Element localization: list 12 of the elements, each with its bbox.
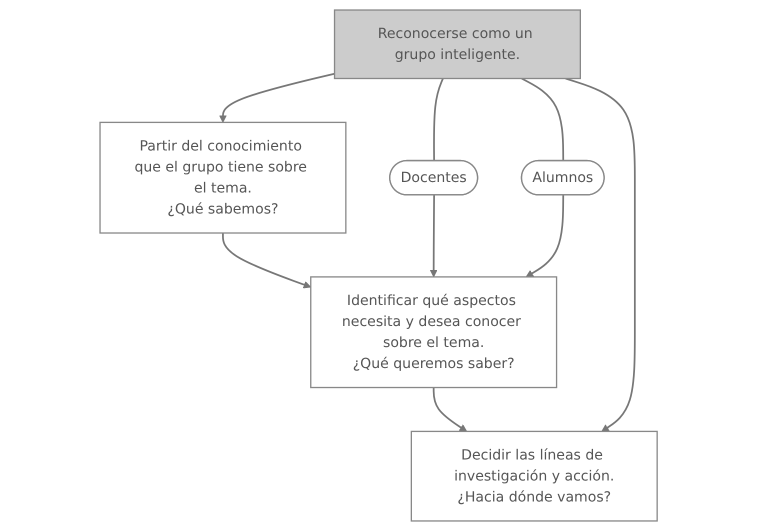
node-box: Decidir las líneas de investigación y acción. ¿Hacia dónde vamos?	[411, 430, 658, 522]
arrow	[433, 388, 468, 432]
node-box: Partir del conocimiento que el grupo tiene sobre el tema. ¿Qué sabemos?	[100, 122, 347, 234]
arrow	[430, 195, 438, 278]
node-box: Reconocerse como un grupo inteligente.	[334, 9, 582, 80]
arrow	[222, 233, 312, 288]
arrow	[219, 72, 336, 123]
connector	[522, 78, 565, 162]
arrow	[526, 195, 565, 278]
arrow	[566, 78, 636, 432]
connector	[434, 78, 444, 162]
node-box: Identificar qué aspectos necesita y desea conocer sobre el tema. ¿Qué queremos saber?	[310, 276, 558, 388]
